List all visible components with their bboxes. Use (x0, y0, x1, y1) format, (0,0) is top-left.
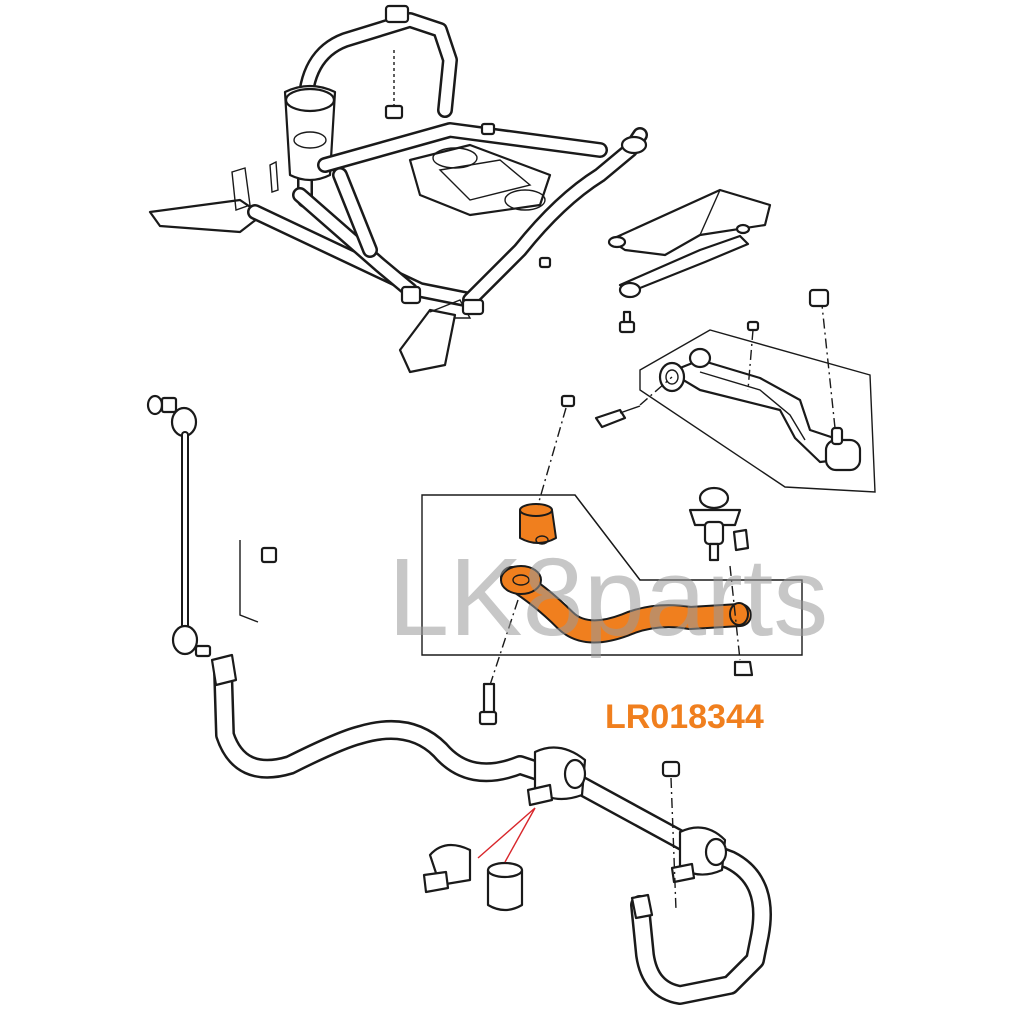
highlighted-arm-callout-box (421, 394, 803, 726)
anti-roll-bar (210, 653, 772, 1005)
lower-control-arm-assembly (594, 288, 876, 493)
watermark: LK8parts (388, 536, 828, 659)
anti-roll-bar-drop-link (146, 394, 278, 658)
front-subframe (148, 4, 648, 374)
pointer-line (504, 807, 536, 863)
anti-roll-bar-clamp-and-bush (422, 807, 536, 912)
part-number-label: LR018344 (605, 698, 764, 736)
ball-joint (688, 486, 750, 661)
brace-plate (607, 188, 772, 334)
control-arm-highlighted (500, 565, 752, 644)
pointer-line (477, 807, 536, 859)
